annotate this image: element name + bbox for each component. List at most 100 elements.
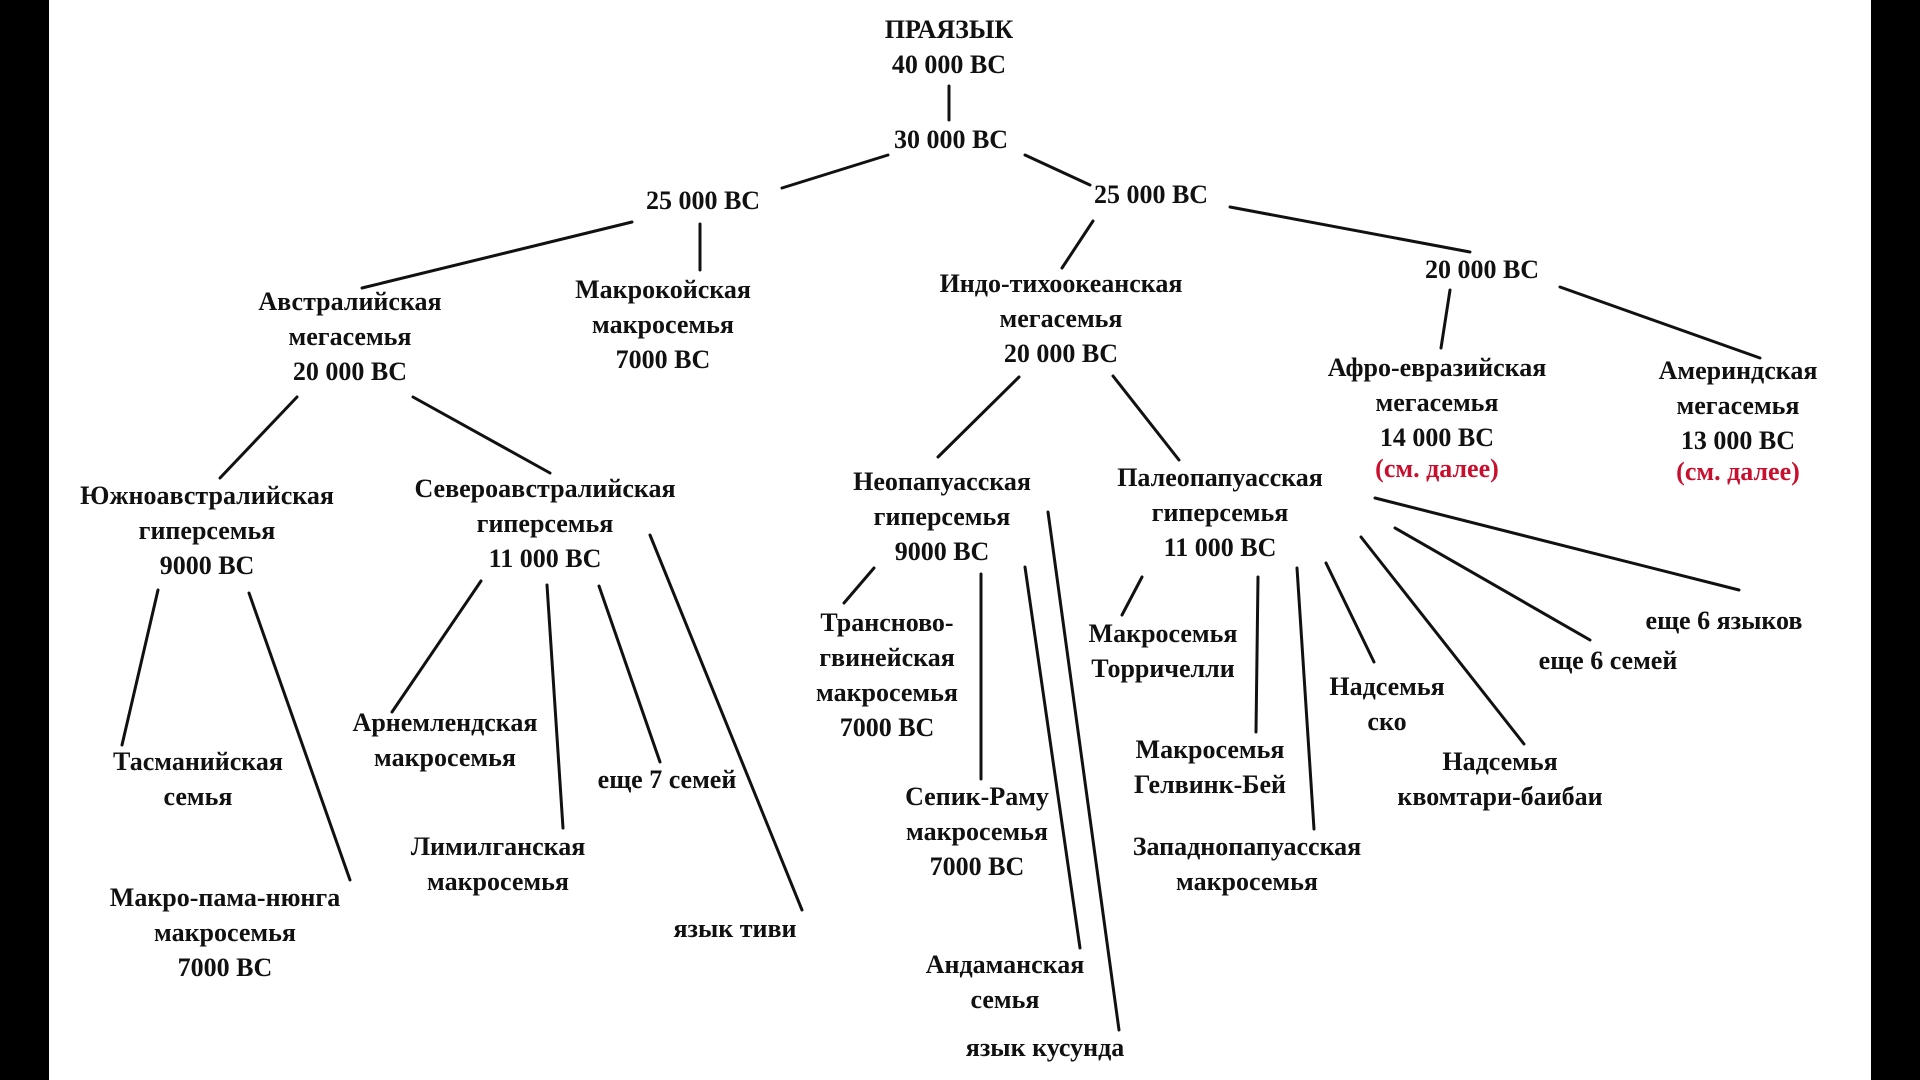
node-label-line: 9000 ВС — [894, 537, 990, 566]
node-label-line: язык тиви — [673, 914, 797, 943]
node-label-line: 25 000 ВС — [645, 186, 761, 215]
node-label-line: Неопапуасская — [853, 467, 1031, 496]
see-below-note: (см. далее) — [1676, 457, 1800, 486]
node-north: Североавстралийская гиперсемья 11 000 ВС — [414, 471, 675, 576]
node-label-line: макросемья — [1176, 867, 1318, 896]
node-label-line: семья — [970, 985, 1040, 1014]
node-sko: Надсемья ско — [1329, 669, 1444, 739]
connector-line — [390, 579, 483, 714]
node-label-line: Афро-евразийская — [1327, 353, 1547, 382]
connector-line — [780, 153, 890, 190]
connector-line — [1439, 288, 1452, 350]
node-label-line: 7000 ВС — [177, 953, 273, 982]
node-label-line: макросемья — [374, 743, 516, 772]
node-label-line: 20 000 ВС — [1424, 255, 1540, 284]
node-label-line: ПРАЯЗЫК — [884, 15, 1014, 44]
node-label-line: 7000 ВС — [929, 852, 1025, 881]
node-label-line: гиперсемья — [138, 516, 276, 545]
node-n20k: 20 000 ВС — [1425, 252, 1539, 287]
connector-line — [1111, 374, 1181, 462]
node-label-line: Андаманская — [925, 950, 1085, 979]
node-neopap: Неопапуасская гиперсемья 9000 ВС — [853, 464, 1031, 569]
node-label-line: макросемья — [592, 310, 734, 339]
node-label-line: гвинейская — [819, 643, 955, 672]
diagram-canvas — [49, 0, 1871, 1080]
node-label-line: квомтари-баибаи — [1397, 782, 1603, 811]
node-afro: Афро-евразийская мегасемья 14 000 ВС(см. д… — [1328, 350, 1547, 482]
node-label-line: Макросемья — [1135, 735, 1285, 764]
node-arnhem: Арнемлендская макросемья — [353, 705, 538, 775]
node-label-line: 40 000 ВС — [891, 50, 1007, 79]
node-label-line: еще 6 языков — [1645, 606, 1803, 635]
connector-line — [648, 533, 804, 912]
see-below-note: (см. далее) — [1375, 454, 1499, 483]
node-label-line: Южноавстралийская — [80, 481, 334, 510]
node-six_lang: еще 6 языков — [1646, 603, 1803, 638]
node-label-line: семья — [163, 782, 233, 811]
node-label-line: Макрокойская — [575, 275, 751, 304]
node-six_fam: еще 6 семей — [1539, 643, 1678, 678]
connector-line — [1373, 496, 1741, 592]
node-label-line: мегасемья — [1375, 388, 1499, 417]
node-label-line: Австралийская — [258, 287, 442, 316]
node-n30k: 30 000 ВС — [894, 122, 1008, 157]
node-label-line: Сепик-Раму — [905, 782, 1049, 811]
connector-line — [360, 220, 634, 290]
connector-line — [1046, 510, 1121, 1032]
node-label-line: 13 000 ВС — [1680, 426, 1796, 455]
node-label-line: гиперсемья — [476, 509, 614, 538]
node-label-line: Индо-тихоокеанская — [939, 269, 1183, 298]
node-label-line: Палеопапуасская — [1117, 463, 1323, 492]
node-label-line: макросемья — [427, 867, 569, 896]
node-label-line: еще 6 семей — [1538, 646, 1678, 675]
node-label-line: Надсемья — [1442, 747, 1558, 776]
node-label-line: Надсемья — [1329, 672, 1445, 701]
node-label-line: гиперсемья — [873, 502, 1011, 531]
node-label-line: Западнопапуасская — [1132, 832, 1362, 861]
node-label-line: Североавстралийская — [414, 474, 676, 503]
connector-line — [1324, 561, 1376, 664]
node-label-line: Гелвинк-Бей — [1133, 770, 1287, 799]
node-label-line: 30 000 ВС — [893, 125, 1009, 154]
node-label-line: Лимилганская — [410, 832, 586, 861]
node-label-line: Арнемлендская — [352, 708, 538, 737]
node-root: ПРАЯЗЫК 40 000 ВС — [885, 12, 1013, 82]
node-label-line: еще 7 семей — [597, 765, 737, 794]
node-label-line: ско — [1367, 707, 1407, 736]
node-label-line: 14 000 ВС — [1379, 423, 1495, 452]
node-label-line: 20 000 ВС — [1003, 339, 1119, 368]
node-label-line: мегасемья — [999, 304, 1123, 333]
node-limil: Лимилганская макросемья — [411, 829, 586, 899]
node-label-line: Америндская — [1658, 356, 1818, 385]
node-label-line: 7000 ВС — [839, 713, 935, 742]
node-indopac: Индо-тихоокеанская мегасемья 20 000 ВС — [940, 266, 1183, 371]
node-label-line: мегасемья — [288, 322, 412, 351]
node-austral: Австралийская мегасемья 20 000 ВС — [258, 284, 441, 389]
node-label-line: 20 000 ВС — [292, 357, 408, 386]
node-tiwi: язык тиви — [673, 911, 796, 946]
node-label-line: гиперсемья — [1151, 498, 1289, 527]
node-label-line: 25 000 ВС — [1093, 180, 1209, 209]
node-andaman: Андаманская семья — [926, 947, 1085, 1017]
node-label-line: Тасманийская — [113, 747, 283, 776]
node-label-line: 11 000 ВС — [488, 544, 602, 573]
connector-line — [1023, 153, 1092, 187]
connector-line — [1558, 285, 1762, 360]
connector-line — [936, 375, 1021, 459]
node-label-line: язык кусунда — [965, 1033, 1125, 1062]
connector-line — [1295, 566, 1316, 831]
connector-line — [1023, 565, 1082, 950]
connector-line — [1120, 575, 1144, 617]
connector-line — [411, 395, 552, 475]
node-label-line: макросемья — [816, 678, 958, 707]
node-seven: еще 7 семей — [598, 762, 737, 797]
connector-line — [1254, 575, 1260, 734]
